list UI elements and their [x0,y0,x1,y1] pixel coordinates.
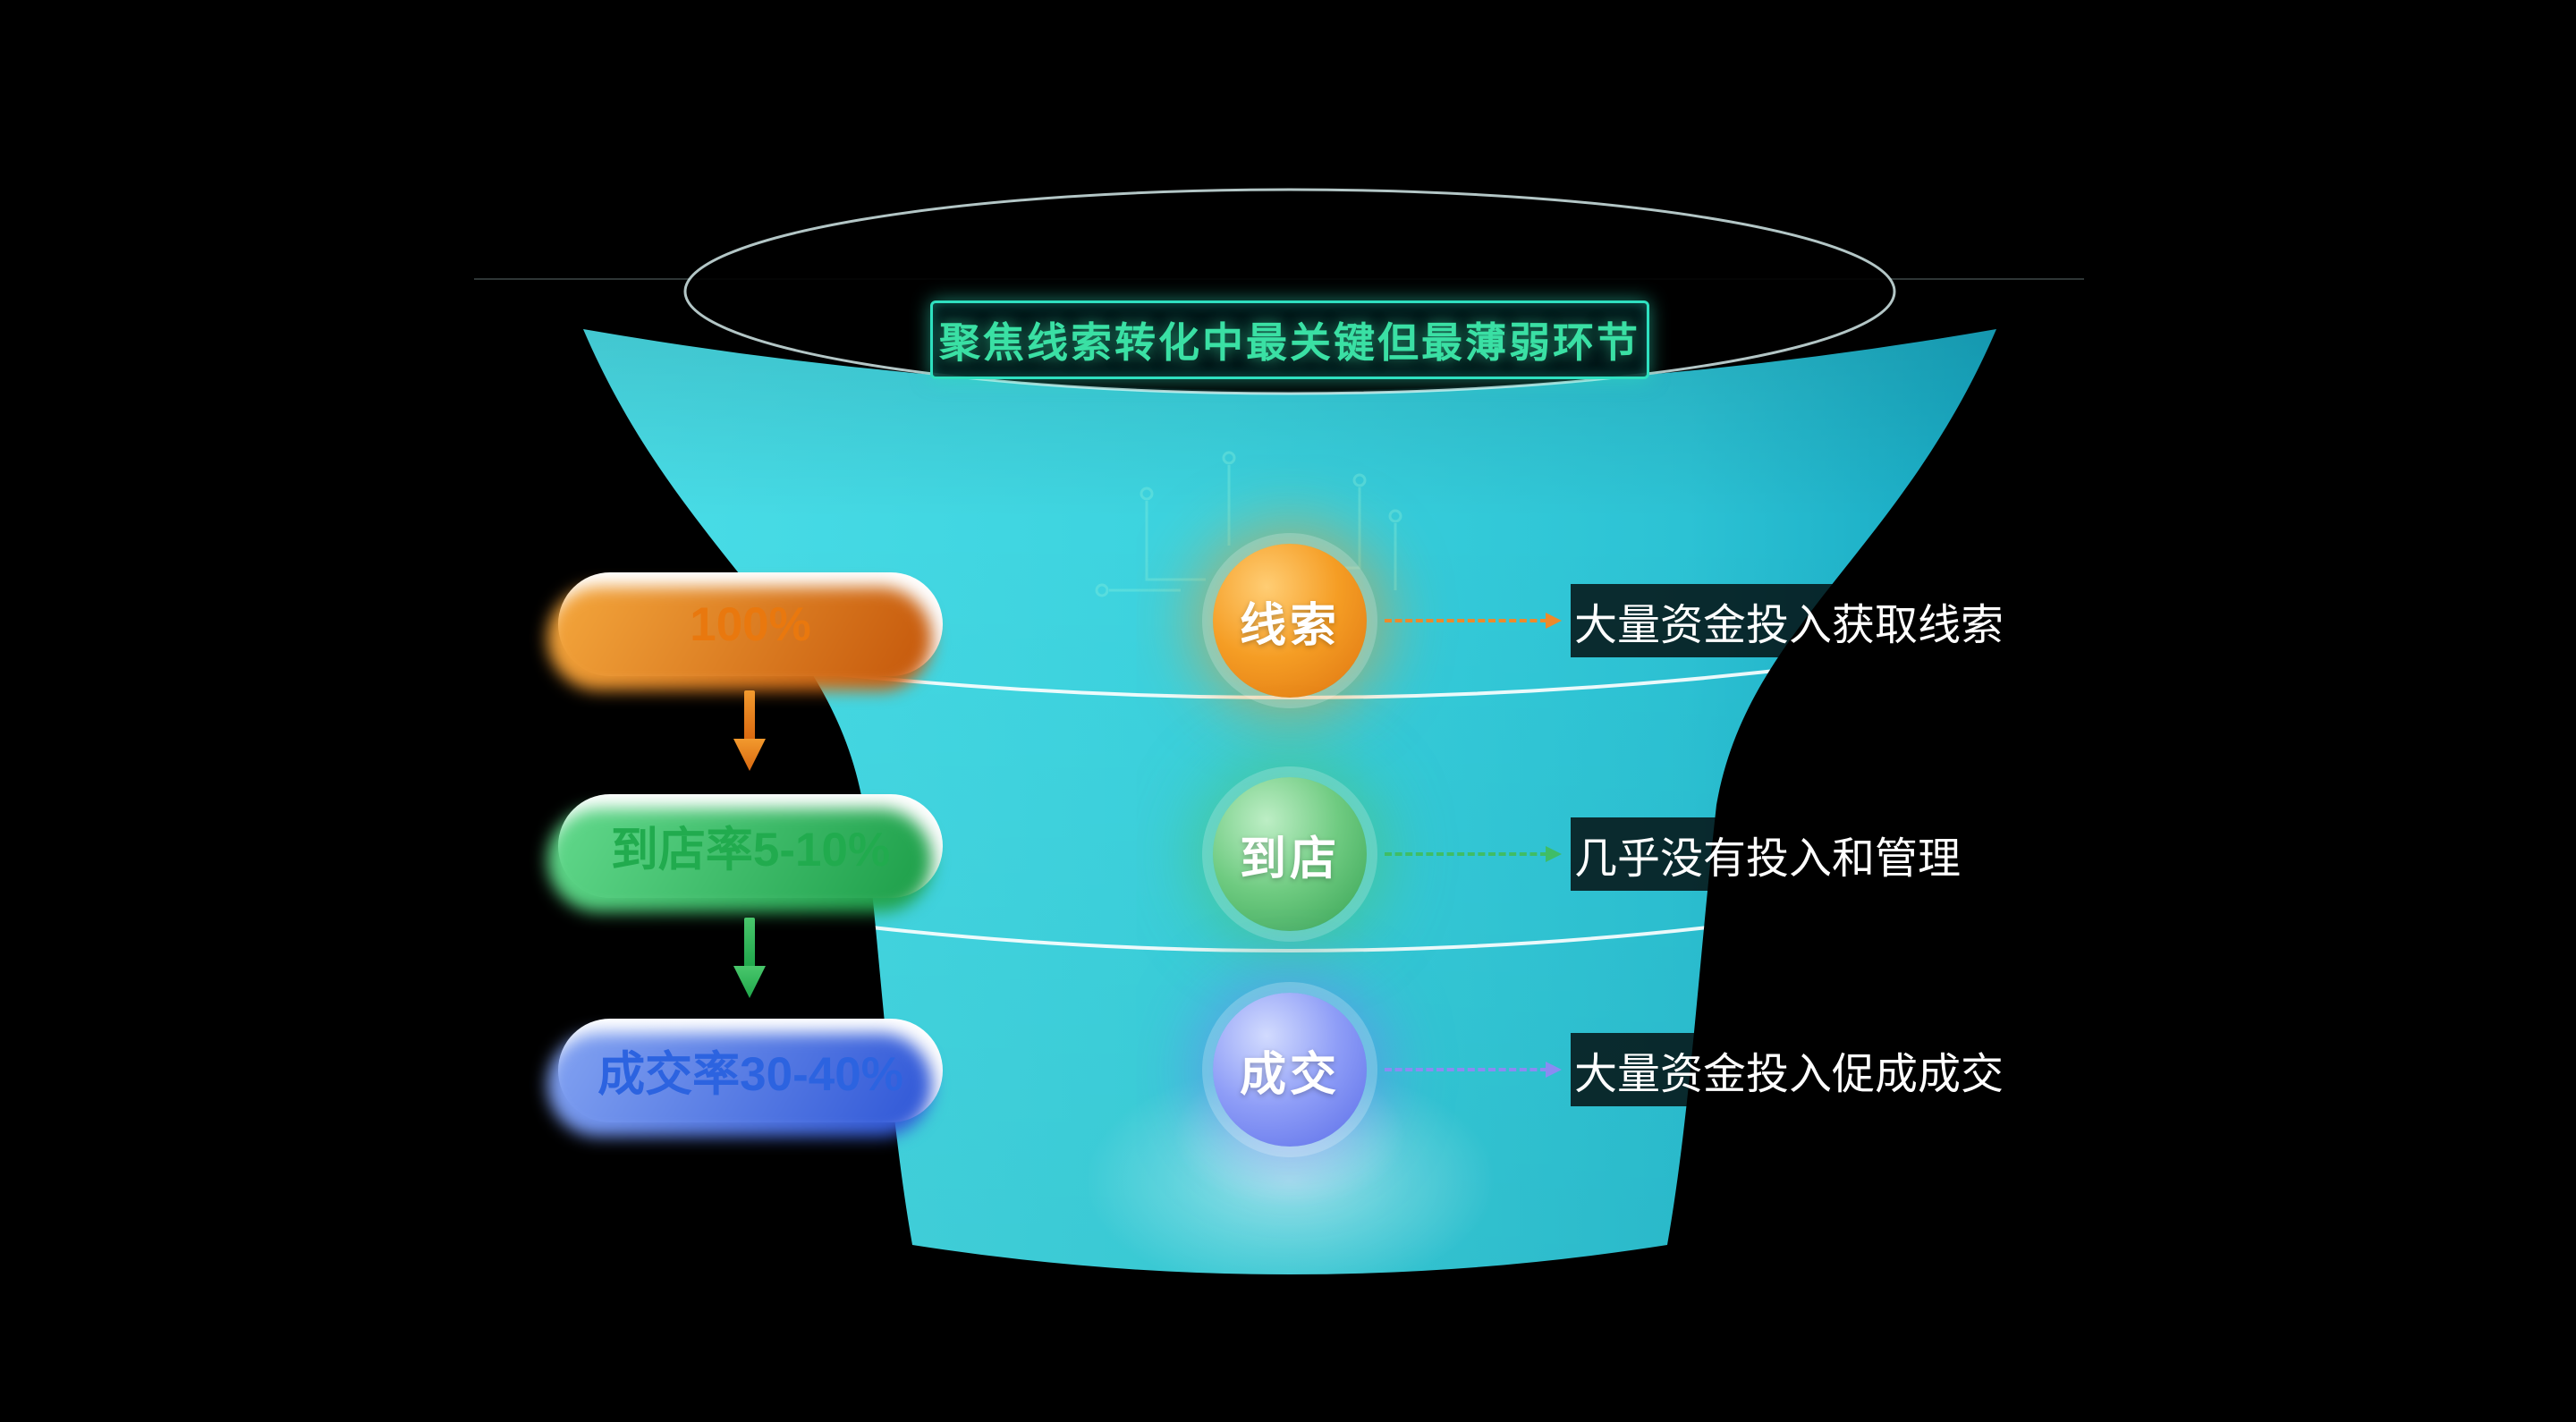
stage-circle-visit-label: 到店 [1239,833,1340,885]
pill-visit-rate: 到店率5-10% [558,794,943,898]
stage-circle-leads-label: 线索 [1239,599,1340,652]
pill-leads-label: 100% [690,597,811,651]
rim-ellipse [683,188,1896,395]
stage-circle-leads: 线索 [1213,544,1367,698]
arrowhead-icon [1546,846,1562,862]
title-box: 聚焦线索转化中最关键但最薄弱环节 [930,300,1649,379]
arrowhead-icon [1546,613,1562,629]
down-arrow-icon-green [733,918,766,998]
dashed-line [1385,619,1547,622]
stage-circle-visit: 到店 [1213,777,1367,931]
pill-visit-label: 到店率5-10% [610,824,891,876]
pill-deal-rate: 成交率30-40% [558,1019,943,1122]
annotation-visit: 几乎没有投入和管理 [1571,817,1974,891]
dashed-line [1385,1068,1547,1071]
pill-leads-rate: 100% [558,572,943,676]
arrowhead-icon [1546,1062,1562,1078]
dashed-line [1385,852,1547,856]
stage-circle-deal-label: 成交 [1239,1048,1340,1101]
separator-line-2 [804,918,1775,952]
annotation-leads: 大量资金投入获取线索 [1571,584,2017,657]
annotation-deal: 大量资金投入促成成交 [1571,1033,2017,1106]
page-title: 聚焦线索转化中最关键但最薄弱环节 [939,319,1640,366]
down-arrow-icon-orange [733,690,766,771]
stage-circle-deal: 成交 [1213,993,1367,1147]
circuit-decoration [1095,451,1402,597]
pill-deal-label: 成交率30-40% [597,1048,903,1101]
